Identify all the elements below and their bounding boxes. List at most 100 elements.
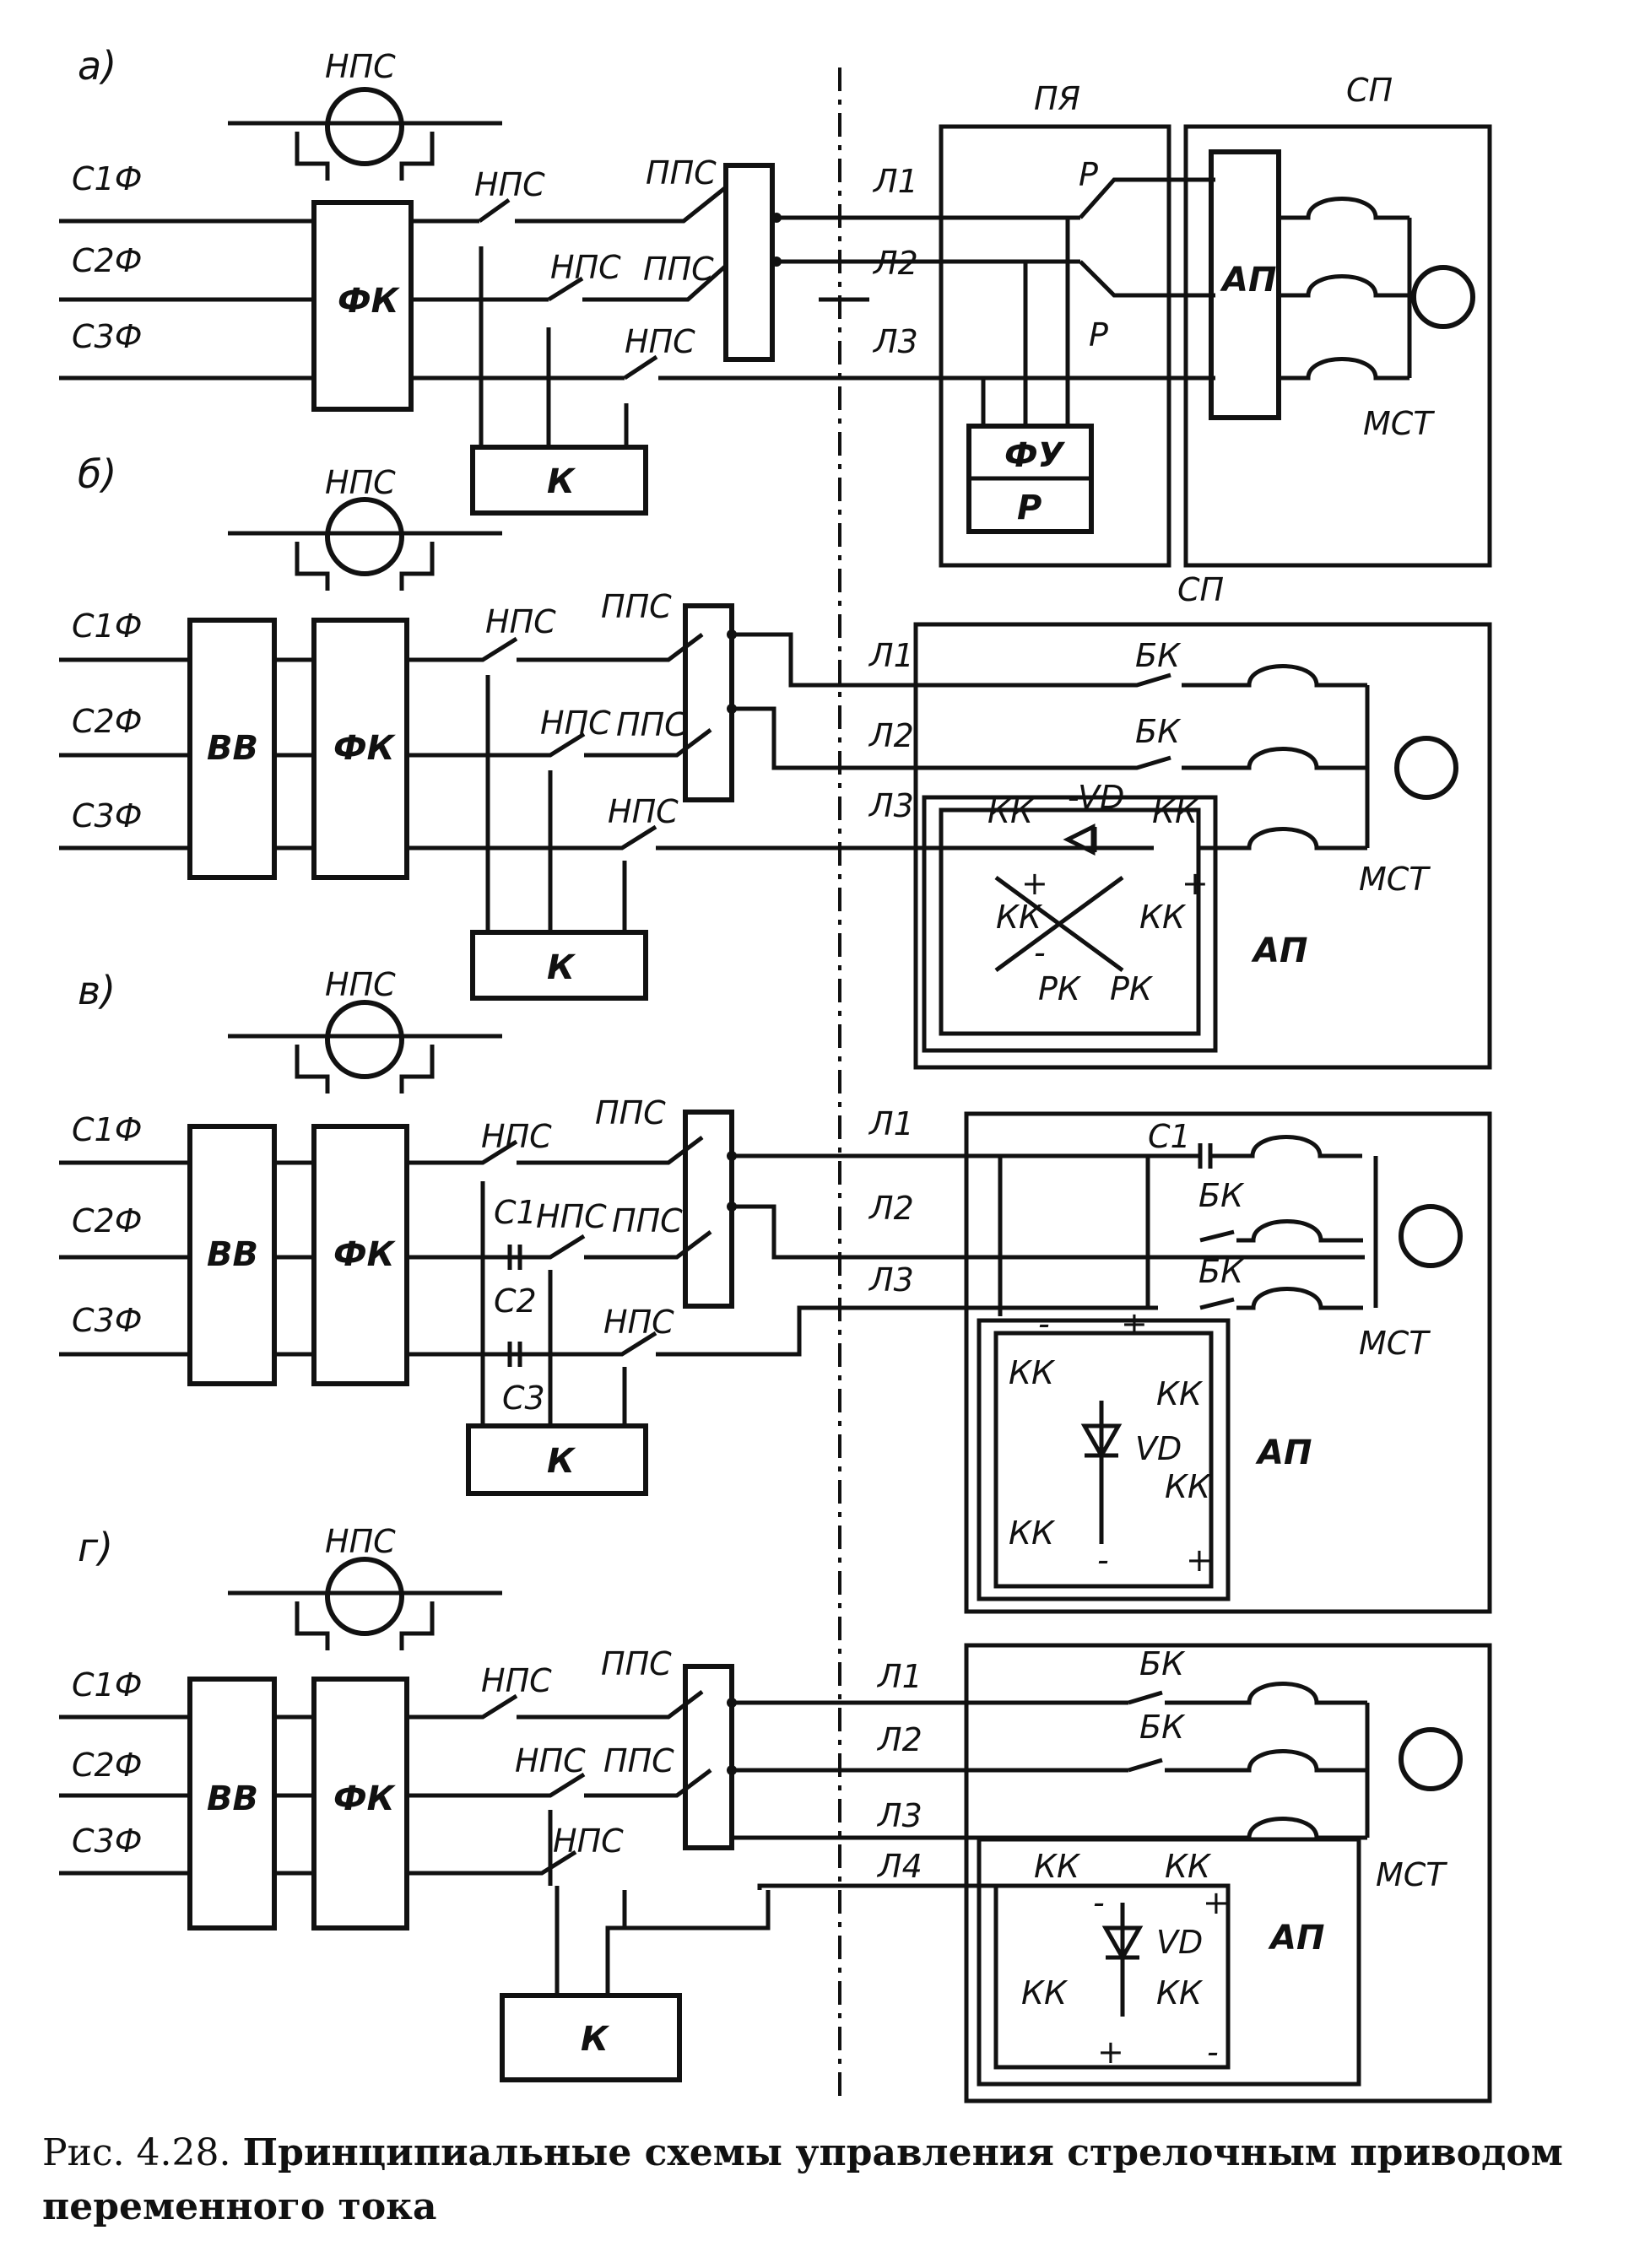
nps-motor-icon — [325, 87, 404, 166]
plus-label: + — [1121, 1305, 1148, 1342]
ap-label: АП — [1220, 261, 1276, 300]
nps-contact-label: НПС — [608, 793, 679, 830]
c2-label: С2 — [494, 1282, 537, 1320]
kk-label: КК — [987, 793, 1035, 830]
k-label: К — [581, 2020, 610, 2059]
pps-contact-label: ППС — [643, 251, 714, 288]
nps-motor-icon — [325, 1000, 404, 1079]
nps-contact-label: НПС — [481, 1662, 552, 1699]
kk-label: КК — [1139, 899, 1187, 936]
vd-label: VD — [1156, 1924, 1203, 1961]
pps-contact-label: ППС — [603, 1742, 674, 1779]
motor-icon — [1411, 265, 1475, 329]
line-l3-label: Л3 — [876, 1797, 923, 1834]
kk-label: КК — [1156, 1974, 1204, 2012]
kk-label: КК — [1165, 1848, 1212, 1885]
c1-label: С1 — [1148, 1118, 1191, 1155]
panel-a: а) НПС С1Ф С2Ф С3Ф ФК НПС НПС НПС К ППС … — [59, 43, 1492, 568]
sp-label: СП — [1346, 72, 1393, 109]
minus-label: - — [1038, 1305, 1050, 1342]
vv-block — [187, 1677, 277, 1930]
kk-label: КК — [1156, 1375, 1204, 1412]
fk-label: ФК — [333, 1779, 397, 1818]
kk-label: КК — [1152, 793, 1199, 830]
plus-label: + — [1203, 1884, 1230, 1921]
panel-b: б) НПС С1Ф С2Ф С3Ф ВВ ФК НПС НПС НПС К П… — [59, 451, 1492, 1070]
vv-block — [187, 618, 277, 880]
pps-contact-label: ППС — [601, 588, 672, 625]
ap-box — [922, 795, 1218, 1053]
motor-icon — [1399, 1727, 1463, 1791]
vv-label: ВВ — [207, 1235, 258, 1274]
line-l1-label: Л1 — [868, 1105, 914, 1142]
kk-label: КК — [1021, 1974, 1069, 2012]
line-l2-label: Л2 — [868, 717, 914, 754]
fk-label: ФК — [338, 282, 401, 321]
line-l3-label: Л3 — [872, 323, 918, 360]
motor-icon — [1399, 1204, 1463, 1268]
c1-label: С1 — [494, 1194, 537, 1231]
pps-block — [723, 163, 775, 362]
py-label: ПЯ — [1034, 80, 1080, 117]
phase-c1f-label: С1Ф — [72, 608, 142, 645]
relay-r-label: Р — [1079, 156, 1098, 193]
line-l1-label: Л1 — [868, 637, 914, 674]
pps-block — [683, 1110, 734, 1309]
kk-label: КК — [1034, 1848, 1081, 1885]
phase-c3f-label: С3Ф — [72, 797, 142, 834]
nps-motor-label: НПС — [325, 966, 396, 1003]
ap-box — [977, 1318, 1231, 1601]
pps-contact-label: ППС — [616, 706, 687, 743]
mst-label: МСТ — [1359, 861, 1431, 898]
kk-label: КК — [1009, 1354, 1056, 1391]
panel-label: в) — [78, 968, 116, 1013]
phase-c3f-label: С3Ф — [72, 1822, 142, 1860]
panel-g: г) НПС С1Ф С2Ф С3Ф ВВ ФК НПС НПС НПС К П… — [59, 1523, 1492, 2103]
nps-motor-label: НПС — [325, 1523, 396, 1560]
nps-contact-label: НПС — [553, 1822, 624, 1860]
fk-block — [311, 200, 414, 412]
k-block — [470, 930, 648, 1001]
relay-r-label: Р — [1089, 316, 1108, 354]
bk-label: БК — [1135, 713, 1182, 750]
phase-c3f-label: С3Ф — [72, 318, 142, 355]
k-label: К — [547, 1442, 576, 1481]
py-box — [939, 124, 1171, 568]
nps-contact-label: НПС — [515, 1742, 586, 1779]
k-block — [470, 445, 648, 516]
minus-label: - — [1093, 1884, 1105, 1921]
motor-icon — [1394, 736, 1458, 800]
nps-contact-label: НПС — [536, 1198, 607, 1235]
caption-text: Принципиальные схемы управления стрелочн… — [42, 2131, 1563, 2228]
panel-label: г) — [78, 1525, 113, 1570]
vd-label: -VD — [1068, 779, 1124, 816]
kk-label: КК — [1009, 1515, 1056, 1552]
nps-contact-label: НПС — [550, 249, 621, 286]
ap-label: АП — [1251, 932, 1307, 970]
line-l1-label: Л1 — [876, 1658, 923, 1695]
k-label: К — [547, 462, 576, 501]
bk-label: БК — [1198, 1253, 1245, 1290]
sp-label: СП — [1177, 571, 1224, 608]
rk-label: РК — [1110, 970, 1154, 1007]
r-label: Р — [1017, 489, 1042, 527]
mst-label: МСТ — [1359, 1325, 1431, 1362]
phase-c3f-label: С3Ф — [72, 1302, 142, 1339]
nps-motor-label: НПС — [325, 48, 396, 85]
phase-c1f-label: С1Ф — [72, 1111, 142, 1148]
phase-c1f-label: С1Ф — [72, 160, 142, 197]
nps-contact-label: НПС — [474, 166, 545, 203]
fu-label: ФУ — [1004, 436, 1066, 475]
pps-contact-label: ППС — [612, 1202, 683, 1239]
bk-label: БК — [1139, 1709, 1186, 1746]
vd-label: VD — [1135, 1430, 1182, 1467]
sp-box — [1183, 124, 1492, 568]
nps-contact-label: НПС — [603, 1304, 674, 1341]
k-block — [500, 1993, 682, 2082]
pps-contact-label: ППС — [595, 1094, 666, 1131]
kk-label: КК — [1165, 1468, 1212, 1505]
line-l3-label: Л3 — [868, 1261, 914, 1299]
figure-caption: Рис. 4.28. Принципиальные схемы управлен… — [42, 2126, 1612, 2234]
phase-c1f-label: С1Ф — [72, 1666, 142, 1704]
k-label: К — [547, 948, 576, 987]
